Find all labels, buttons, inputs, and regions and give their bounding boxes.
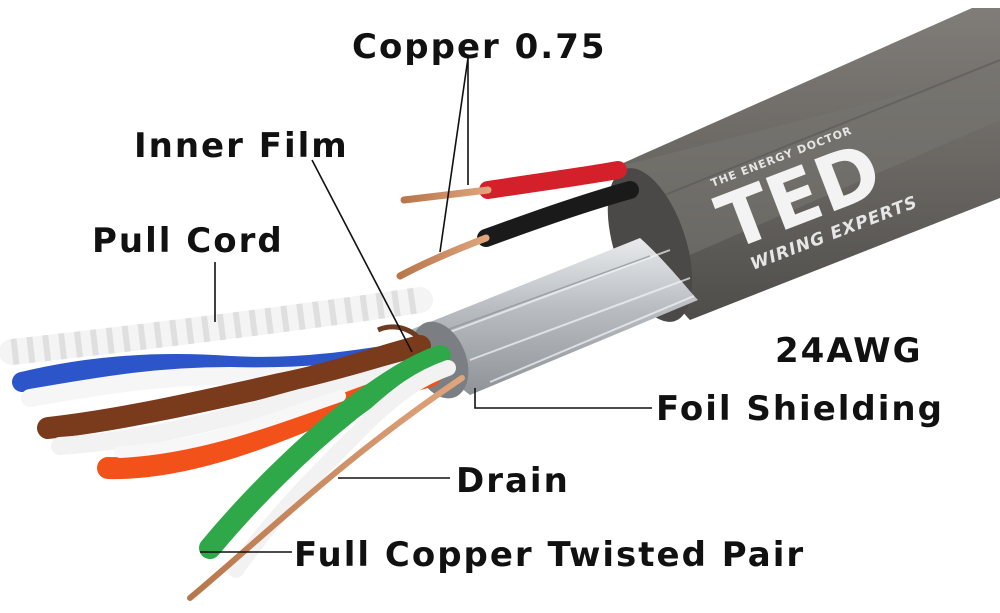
drain-wire: [187, 375, 465, 601]
label-pull-cord: Pull Cord: [92, 221, 284, 261]
label-inner-film: Inner Film: [134, 126, 349, 166]
pair-orange-white: [114, 390, 346, 458]
copper-leader-2: [439, 57, 469, 253]
power-conductors: [396, 161, 639, 280]
pull-cord: [0, 287, 433, 365]
foil-shield: [410, 238, 698, 399]
label-awg: 24AWG: [775, 331, 923, 371]
red-wire-copper: [400, 186, 492, 204]
red-wire: [479, 161, 627, 199]
pair-brown: [37, 335, 431, 439]
black-wire: [477, 181, 639, 247]
foil-leader: [474, 388, 652, 409]
inner-film-leader: [311, 159, 413, 353]
black-wire-copper: [396, 234, 490, 280]
label-twisted-pair: Full Copper Twisted Pair: [294, 535, 805, 575]
label-drain: Drain: [456, 461, 570, 501]
label-foil-shielding: Foil Shielding: [656, 389, 944, 429]
twisted-pairs: [12, 335, 456, 578]
leader-lines: [200, 57, 652, 553]
label-copper: Copper 0.75: [352, 27, 607, 67]
pair-green: [199, 345, 451, 559]
